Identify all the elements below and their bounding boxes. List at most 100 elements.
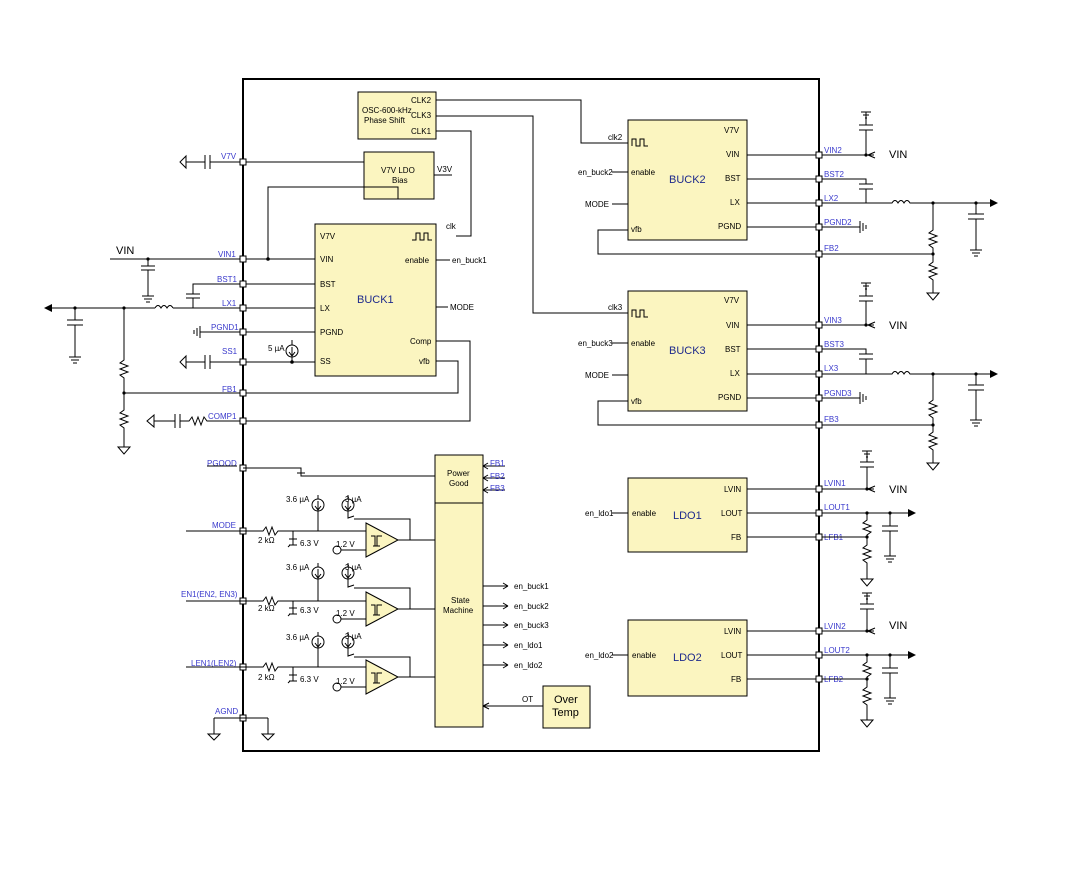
pin-lout1: LOUT1 [824, 503, 850, 512]
buck2-clk-label: clk2 [608, 133, 623, 142]
over-temp-title: Over [554, 694, 578, 706]
buck1-vfb-label: vfb [419, 357, 430, 366]
osc-title: OSC-600-kHz [362, 106, 412, 115]
buck2-vin-label: VIN [726, 150, 740, 159]
len-vref-label: 1.2 V [336, 677, 355, 686]
v7v-ldo-title: V7V LDO [381, 166, 415, 175]
pin-pgnd1: PGND1 [211, 323, 239, 332]
len-comparator-stage: 2 kΩ 6.3 V 3.6 µA 3 µA 1.2 V [243, 632, 435, 695]
en-resistor-label: 2 kΩ [258, 604, 275, 613]
en-zener-label: 6.3 V [300, 606, 319, 615]
osc-clk3-label: CLK3 [411, 111, 432, 120]
state-machine-outputs: en_buck1 en_buck2 en_buck3 en_ldo1 en_ld… [483, 582, 549, 670]
buck2-external-circuit: VIN [822, 111, 998, 301]
v7v-ldo-subtitle: Bias [392, 176, 408, 185]
pin-lx3: LX3 [824, 364, 839, 373]
buck2-vin-label-external: VIN [889, 149, 907, 161]
sm-out-en-ldo1: en_ldo1 [514, 641, 543, 650]
pin-pgood: PGOOD [207, 459, 237, 468]
buck1-clk-label: clk [446, 222, 457, 231]
pg-fb3-label: FB3 [490, 484, 505, 493]
buck1-ss-label: SS [320, 357, 331, 366]
ss-current-source: 5 µA [268, 340, 299, 364]
len-resistor-label: 2 kΩ [258, 673, 275, 682]
buck2-enable-label: enable [631, 168, 656, 177]
v3v-label: V3V [437, 165, 453, 174]
en-ldo1-input-label: en_ldo1 [585, 509, 614, 518]
v7v-ldo-block: V7V LDO Bias V3V [363, 151, 453, 200]
pin-bst2: BST2 [824, 170, 845, 179]
pin-pgnd2: PGND2 [824, 218, 852, 227]
fb1-wire [243, 360, 459, 394]
power-good-title: Power [447, 469, 470, 478]
left-external-circuit: VIN [44, 154, 243, 455]
pin-fb1: FB1 [222, 385, 237, 394]
over-temp-block: Over Temp [542, 685, 591, 729]
sm-out-en-buck2: en_buck2 [514, 602, 549, 611]
buck1-enable-label: enable [405, 256, 430, 265]
pin-pgnd3: PGND3 [824, 389, 852, 398]
pg-fb2-label: FB2 [490, 472, 505, 481]
left-pins: V7V VIN1 BST1 LX1 PGND1 SS1 FB1 COMP1 PG… [181, 152, 247, 722]
ldo2-fb-label: FB [731, 675, 741, 684]
osc-subtitle: Phase Shift [364, 116, 406, 125]
clk2-wire [436, 99, 628, 144]
sm-out-en-buck1: en_buck1 [514, 582, 549, 591]
buck1-block: BUCK1 V7V VIN BST LX PGND SS clk enable … [314, 222, 457, 377]
pin-vin1: VIN1 [218, 250, 236, 259]
ldo2-lvin-label: LVIN [724, 627, 741, 636]
en-src36-label: 3.6 µA [286, 563, 310, 572]
buck3-block: BUCK3 clk3 enable vfb V7V VIN BST LX PGN… [608, 290, 748, 412]
ldo1-enable-label: enable [632, 509, 657, 518]
buck1-mode-label: MODE [450, 303, 474, 312]
buck3-pgnd-label: PGND [718, 393, 741, 402]
buck1-vin-label-external: VIN [116, 245, 134, 257]
buck2-v7v-label: V7V [724, 126, 740, 135]
comp1-wire [243, 340, 471, 422]
ldo2-lout-label: LOUT [721, 651, 742, 660]
buck1-comp-label: Comp [410, 337, 432, 346]
osc-clk2-label: CLK2 [411, 96, 432, 105]
ldo2-external-circuit: VIN [822, 592, 916, 728]
pin-lout2: LOUT2 [824, 646, 850, 655]
oscillator-block: OSC-600-kHz Phase Shift CLK2 CLK3 CLK1 [357, 91, 437, 140]
ic-outline [242, 78, 820, 752]
len-zener-label: 6.3 V [300, 675, 319, 684]
buck3-vfb-label: vfb [631, 397, 642, 406]
buck3-v7v-label: V7V [724, 296, 740, 305]
pin-bst3: BST3 [824, 340, 845, 349]
pin-vin3: VIN3 [824, 316, 842, 325]
buck3-external-circuit: VIN [822, 282, 998, 471]
mode-src36-label: 3.6 µA [286, 495, 310, 504]
over-temp-subtitle: Temp [552, 707, 579, 719]
fb1-pg-arrow [482, 462, 505, 470]
pin-mode: MODE [212, 521, 236, 530]
ldo1-lvin-label: LVIN [724, 485, 741, 494]
en-buck1-input-label: en_buck1 [452, 256, 487, 265]
ldo1-fb-label: FB [731, 533, 741, 542]
ldo2-block: LDO2 enable LVIN LOUT FB [627, 619, 748, 697]
ldo1-vin-label-external: VIN [889, 484, 907, 496]
buck2-bst-label: BST [725, 174, 741, 183]
pin-fb3: FB3 [824, 415, 839, 424]
sm-out-en-ldo2: en_ldo2 [514, 661, 543, 670]
ldo2-title: LDO2 [673, 652, 702, 664]
mode-vref-label: 1.2 V [336, 540, 355, 549]
pin-v7v: V7V [221, 152, 237, 161]
state-machine-subtitle: Machine [443, 606, 474, 615]
en-ldo2-input-label: en_ldo2 [585, 651, 614, 660]
power-good-block: Power Good [434, 454, 484, 504]
en-buck3-input-label: en_buck3 [578, 339, 613, 348]
len-src3-label: 3 µA [345, 632, 362, 641]
buck2-vfb-label: vfb [631, 225, 642, 234]
pin-comp1: COMP1 [208, 412, 237, 421]
buck3-enable-label: enable [631, 339, 656, 348]
buck3-vin-label: VIN [726, 321, 740, 330]
ldo1-pin-wires [747, 488, 819, 538]
pin-bst1: BST1 [217, 275, 238, 284]
buck3-clock-symbol [631, 309, 648, 318]
pin-lx1: LX1 [222, 299, 237, 308]
osc-clk1-label: CLK1 [411, 127, 432, 136]
buck3-mode-label: MODE [585, 371, 609, 380]
